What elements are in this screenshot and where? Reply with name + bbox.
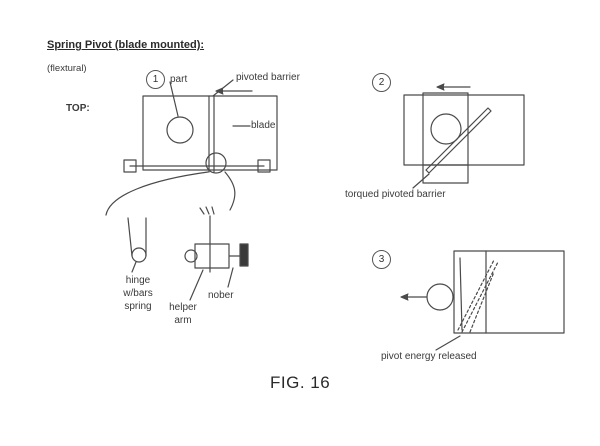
figure-number: FIG. 16 [270,373,331,392]
nober-label: nober [208,290,234,301]
panel-1-part-circle [166,116,194,144]
hinge-label-line-1: hinge [125,275,151,286]
pivot-energy-released-label: pivot energy released [381,351,477,362]
panel-2-label-leader [412,173,430,189]
panel-2-pivoted-barrier-frame [422,92,469,184]
panel-2-torqued-blade [425,107,492,174]
panel-1-part-leader [169,81,179,117]
figure-subtitle: (flextural) [47,63,87,74]
panel-2-push-arrowhead [436,83,445,91]
hinge-spring-circle [131,247,147,263]
hinge-label-line-2: w/bars [123,288,153,299]
hinge-label-line-3: spring [124,301,152,312]
panel-2-outer-housing [403,94,525,166]
helper-arm-top-hatch [199,206,215,215]
panel-3-outer-housing [453,250,565,334]
panel-3-part-circle [426,283,454,311]
panel-1-pivoted-barrier-leader [212,79,234,97]
helper-label-line-1: helper [169,302,197,313]
panel-2-view [403,83,525,189]
nober-knob [239,243,249,267]
hinge-bar-left [127,217,133,257]
helper-arm-left-disc [184,249,198,263]
pivoted-barrier-label: pivoted barrier [236,72,300,83]
helper-arm-body [194,243,230,269]
hinge-leader [131,261,137,273]
step-3-marker: 3 [372,250,391,269]
panel-3-label-leader [435,335,461,351]
helper-label-line-2: arm [174,315,192,326]
blade-label: blade [251,120,276,131]
panel-3-barrier-inner-edge [459,257,463,331]
panel-3-released-barrier-dashed [457,259,499,333]
nober-leader [227,267,234,288]
panel-1-detail-callout-curve-2 [224,171,236,211]
step-1-marker: 1 [146,70,165,89]
torqued-pivoted-barrier-label: torqued pivoted barrier [345,189,446,200]
panel-3-release-arrowhead [400,293,409,301]
panel-1-pivot-circle [205,152,227,174]
panel-1-right-block [257,159,271,173]
panel-1-left-block [123,159,137,173]
helper-arm-leader [189,269,204,301]
panel-1-top-view [105,79,278,216]
hinge-detail [127,217,147,273]
panel-2-part-circle [430,113,462,145]
panel-1-housing [142,95,278,171]
panel-3-view [400,250,565,351]
helper-nober-detail [184,206,249,301]
step-2-marker: 2 [372,73,391,92]
view-label: TOP: [66,103,90,114]
figure-title: Spring Pivot (blade mounted): [47,39,205,51]
part-label: part [170,74,188,85]
panel-1-detail-callout-curve [105,171,209,216]
